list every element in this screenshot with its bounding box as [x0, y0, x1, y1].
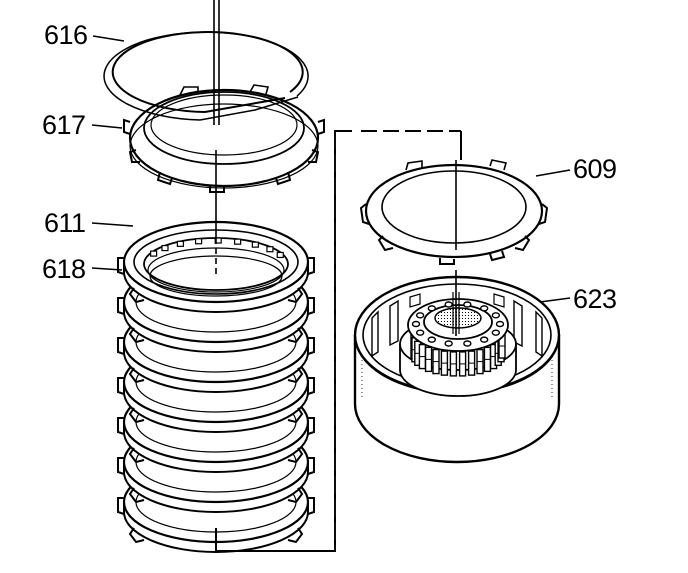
- snap-ring-616: [103, 31, 309, 121]
- retainer-hole: [427, 336, 437, 343]
- exploded-axis-left: [213, 0, 220, 276]
- spring-retainer-holes: [411, 301, 505, 347]
- retainer-hole: [491, 329, 501, 336]
- retainer-hole: [463, 301, 472, 308]
- retainer-hole: [444, 301, 453, 308]
- callout-618: 618: [42, 254, 86, 284]
- callout-616: 616: [44, 20, 88, 50]
- leader-623: [539, 297, 571, 303]
- clutch-plate-stack: [117, 220, 315, 553]
- retainer-hole: [427, 305, 437, 312]
- leader-609: [535, 169, 571, 177]
- retainer-hole: [415, 312, 425, 319]
- assembly-bracket: [215, 130, 462, 552]
- apply-plate-609: [359, 159, 549, 265]
- housing-623: [353, 270, 561, 464]
- retainer-hole: [444, 340, 453, 347]
- leader-618: [91, 267, 123, 271]
- callout-611: 611: [44, 208, 86, 238]
- retainer-hole: [491, 312, 501, 319]
- retainer-hole: [411, 320, 421, 328]
- callout-609: 609: [573, 154, 617, 184]
- leader-617: [91, 124, 123, 129]
- retainer-hole: [495, 320, 505, 328]
- leader-611: [91, 222, 134, 227]
- backing-plate-617: [123, 84, 325, 193]
- leader-616: [92, 35, 125, 42]
- callout-623: 623: [573, 284, 617, 314]
- retainer-hole: [479, 305, 489, 312]
- retainer-hole: [463, 340, 472, 347]
- leader-lines: [91, 35, 571, 303]
- callout-617: 617: [42, 110, 86, 140]
- spring-pack: [410, 333, 506, 377]
- retainer-hole: [479, 336, 489, 343]
- retainer-hole: [415, 329, 425, 336]
